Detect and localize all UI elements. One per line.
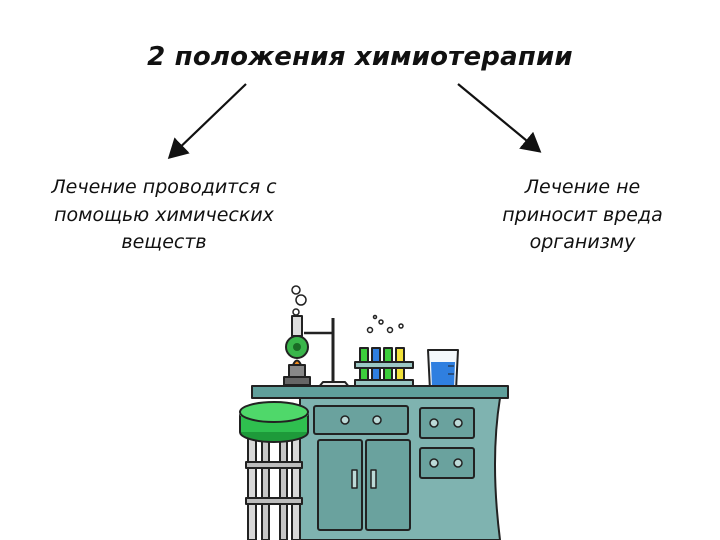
bubbles bbox=[291, 285, 307, 316]
test-tube-rack bbox=[354, 314, 414, 387]
arrow-left bbox=[167, 83, 247, 160]
burner-icon bbox=[283, 359, 311, 386]
branch-right-text: Лечение не приносит вреда организму bbox=[502, 176, 663, 254]
diagram-title: 2 положения химиотерапии bbox=[147, 42, 573, 72]
round-flask-icon bbox=[285, 315, 309, 359]
bench-top bbox=[251, 385, 509, 399]
branch-left-text: Лечение проводится с помощью химических … bbox=[51, 176, 277, 254]
beaker-icon bbox=[427, 349, 459, 391]
arrow-right bbox=[457, 83, 542, 153]
lab-stool-icon bbox=[239, 401, 309, 540]
drawer-knobs bbox=[340, 415, 463, 489]
bench-drawers bbox=[313, 405, 475, 531]
